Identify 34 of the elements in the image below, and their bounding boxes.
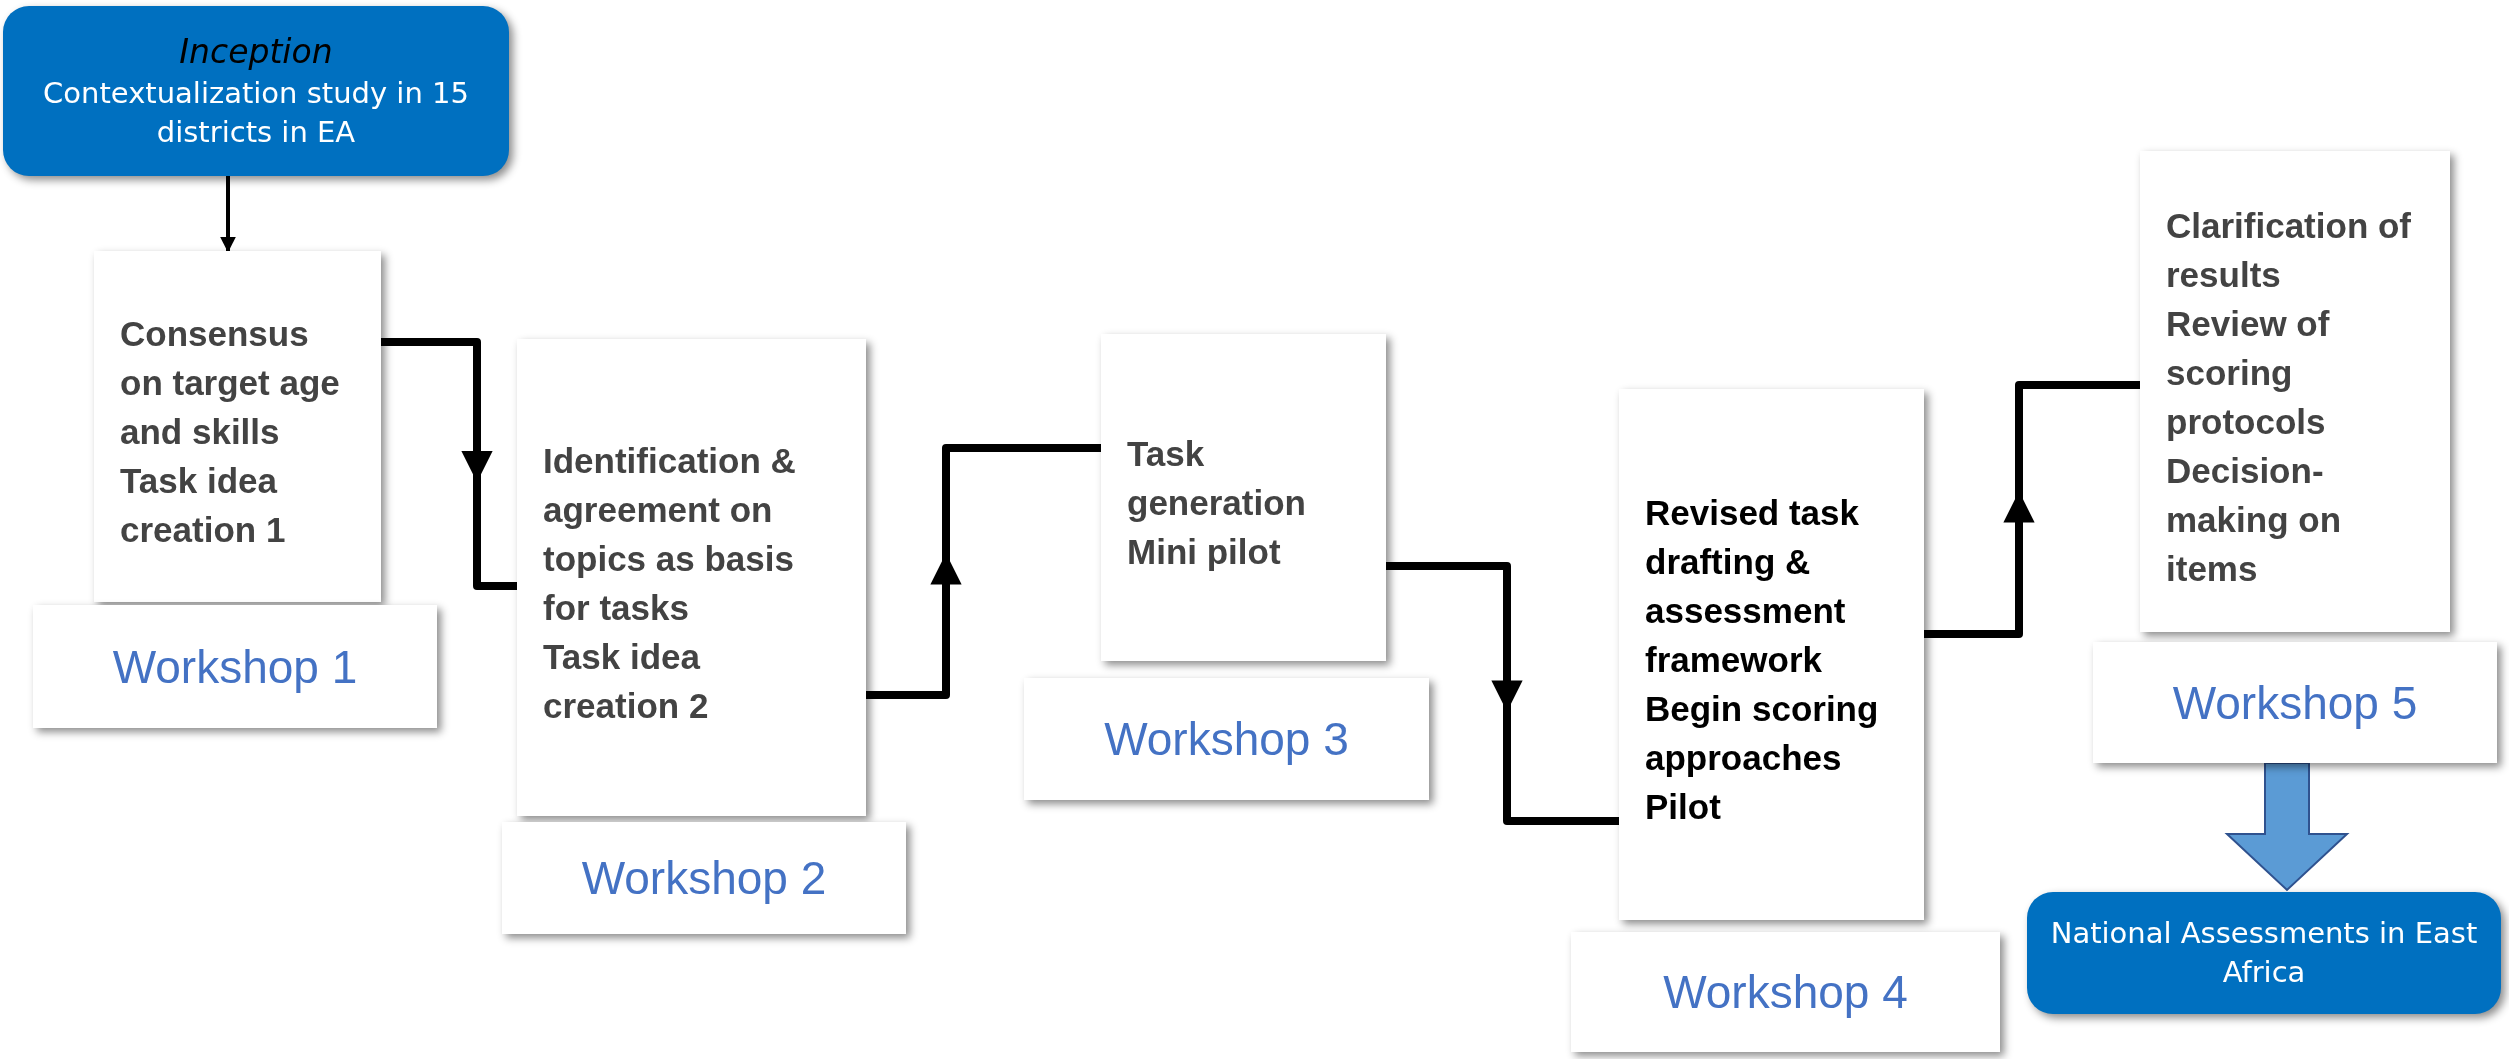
step-text: Task idea creation 2 xyxy=(543,635,710,727)
step-text: Decision-making on items xyxy=(2166,449,2343,590)
process-box xyxy=(94,251,381,602)
workshop-label: Workshop 5 xyxy=(2172,675,2418,730)
workshop-box xyxy=(1024,678,1429,800)
step-text: Identification & agreement on topics as basis for tasks xyxy=(543,439,797,629)
process-box xyxy=(2140,151,2450,632)
step-text: Revised task drafting & assessment framework xyxy=(1645,492,1861,681)
workshop-box xyxy=(33,605,437,728)
step-text: Pilot xyxy=(1645,786,1722,828)
rounded-box xyxy=(3,6,509,176)
step-text: Task idea creation 1 xyxy=(120,460,287,551)
phase-description: National Assessments in East Africa xyxy=(2049,914,2479,991)
workshop-label: Workshop 4 xyxy=(1663,965,1908,1019)
workshop-label: Workshop 3 xyxy=(1104,712,1349,766)
workshop-box xyxy=(502,822,906,934)
step-text: Mini pilot xyxy=(1127,531,1282,573)
workshop-label: Workshop 2 xyxy=(581,851,827,905)
step-text: Review of scoring protocols xyxy=(2166,302,2331,443)
phase-heading: Inception xyxy=(179,30,333,73)
process-box xyxy=(517,339,866,816)
step-text: Clarification of results xyxy=(2166,204,2413,296)
arrow xyxy=(220,174,236,253)
workshop-box xyxy=(2093,642,2497,763)
rounded-box xyxy=(2027,892,2501,1014)
process-box xyxy=(1101,334,1386,661)
step-text: Begin scoring approaches xyxy=(1645,688,1880,779)
workshop-label: Workshop 1 xyxy=(112,639,358,694)
step-text: Consensus on target age and skills xyxy=(120,313,341,453)
process-box xyxy=(1619,389,1924,920)
step-text: Task generation xyxy=(1127,433,1307,524)
phase-description: Contextualization study in 15 districts in EA xyxy=(42,75,470,152)
block-arrow xyxy=(2224,762,2350,892)
workshop-box xyxy=(1571,932,2000,1052)
